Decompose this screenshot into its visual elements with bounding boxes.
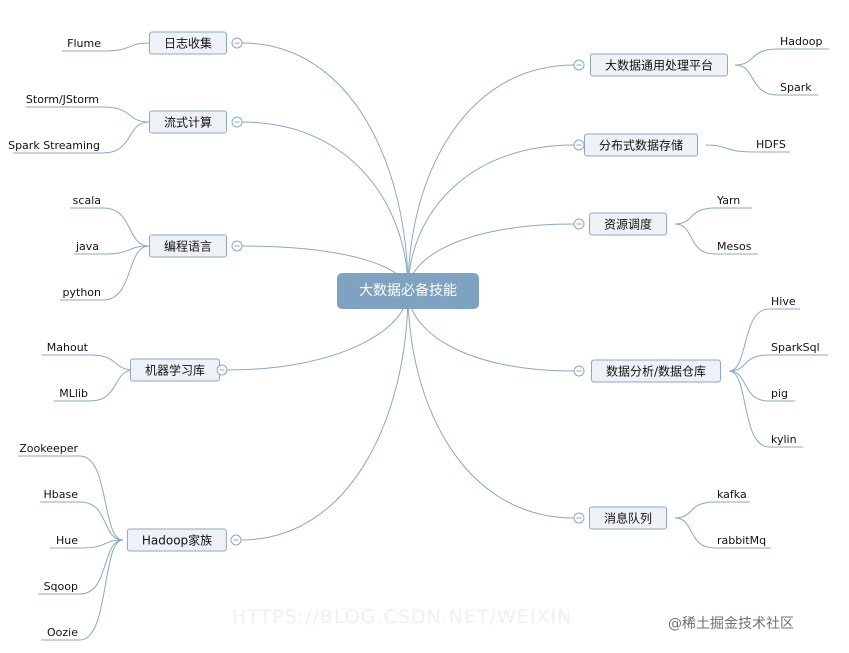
leaf-scala[interactable]: scala: [72, 194, 101, 207]
branch-leaf-link: [728, 370, 795, 402]
branch-leaf-link: [674, 207, 752, 225]
collapse-toggle-icon[interactable]: [573, 59, 585, 71]
leaf-hadoop[interactable]: Hadoop: [780, 35, 823, 48]
center-branch-link: [241, 121, 409, 292]
branch-distributed-storage[interactable]: 分布式数据存储: [583, 133, 699, 157]
branch-leaf-link: [728, 308, 800, 372]
leaf-python[interactable]: python: [62, 286, 101, 299]
branch-leaf-link: [41, 539, 124, 641]
center-branch-link: [241, 42, 409, 292]
leaf-flume[interactable]: Flume: [67, 37, 101, 50]
leaf-mllib[interactable]: MLlib: [59, 387, 88, 400]
branch-leaf-link: [60, 245, 150, 301]
leaf-spark-streaming[interactable]: Spark Streaming: [8, 139, 100, 152]
leaf-hive[interactable]: Hive: [771, 295, 796, 308]
branch-leaf-link: [62, 42, 150, 52]
leaf-hdfs[interactable]: HDFS: [756, 138, 786, 151]
leaf-hue[interactable]: Hue: [55, 534, 78, 547]
branch-big-data-platform[interactable]: 大数据通用处理平台: [589, 53, 729, 77]
center-branch-link: [407, 290, 575, 519]
leaf-spark[interactable]: Spark: [780, 81, 812, 94]
branch-stream-computing[interactable]: 流式计算: [148, 110, 228, 134]
branch-programming-languages[interactable]: 编程语言: [148, 234, 228, 258]
central-topic[interactable]: 大数据必备技能: [337, 273, 479, 309]
collapse-toggle-icon[interactable]: [231, 240, 243, 252]
branch-leaf-link: [674, 223, 758, 255]
leaf-zookeeper[interactable]: Zookeeper: [19, 442, 78, 455]
collapse-toggle-icon[interactable]: [230, 534, 242, 546]
center-branch-link: [407, 64, 575, 292]
branch-leaf-link: [74, 245, 150, 255]
branch-data-warehouse[interactable]: 数据分析/数据仓库: [590, 359, 722, 383]
branch-leaf-link: [734, 48, 829, 66]
collapse-toggle-icon[interactable]: [573, 365, 585, 377]
leaf-rabbitmq[interactable]: rabbitMq: [717, 534, 767, 547]
center-branch-link: [240, 290, 409, 541]
leaf-kylin[interactable]: kylin: [771, 433, 797, 446]
branch-leaf-link: [674, 517, 771, 549]
collapse-toggle-icon[interactable]: [231, 116, 243, 128]
leaf-hbase[interactable]: Hbase: [43, 488, 79, 501]
branch-leaf-link: [705, 144, 790, 153]
center-branch-link: [407, 144, 575, 292]
branch-log-collection[interactable]: 日志收集: [148, 31, 228, 55]
branch-leaf-link: [40, 501, 124, 541]
branch-leaf-link: [728, 354, 828, 372]
collapse-toggle-icon[interactable]: [573, 139, 585, 151]
branch-leaf-link: [50, 539, 124, 549]
branch-leaf-link: [70, 207, 150, 247]
leaf-oozie[interactable]: Oozie: [47, 626, 78, 639]
branch-leaf-link: [674, 501, 750, 519]
branch-message-queue[interactable]: 消息队列: [588, 506, 668, 530]
branch-leaf-link: [42, 354, 135, 371]
branch-leaf-link: [728, 370, 803, 448]
leaf-mahout[interactable]: Mahout: [46, 341, 88, 354]
leaf-yarn[interactable]: Yarn: [717, 194, 741, 207]
branch-leaf-link: [13, 121, 150, 154]
leaf-storm-jstorm[interactable]: Storm/JStorm: [25, 93, 99, 106]
branch-leaf-link: [38, 539, 124, 595]
faded-url-watermark: HTTPS://BLOG.CSDN.NET/WEIXIN: [232, 606, 573, 628]
collapse-toggle-icon[interactable]: [573, 218, 585, 230]
leaf-sparksql[interactable]: SparkSql: [771, 341, 820, 354]
collapse-toggle-icon[interactable]: [216, 364, 228, 376]
collapse-toggle-icon[interactable]: [573, 512, 585, 524]
branch-leaf-link: [54, 369, 135, 402]
branch-resource-scheduling[interactable]: 资源调度: [588, 212, 668, 236]
leaf-java[interactable]: java: [75, 240, 99, 253]
branch-leaf-link: [734, 64, 818, 96]
leaf-sqoop[interactable]: Sqoop: [43, 580, 78, 593]
collapse-toggle-icon[interactable]: [231, 37, 243, 49]
leaf-pig[interactable]: pig: [771, 387, 789, 400]
leaf-mesos[interactable]: Mesos: [717, 240, 752, 253]
branch-leaf-link: [18, 455, 124, 541]
site-watermark: @稀土掘金技术社区: [668, 616, 794, 632]
leaf-kafka[interactable]: kafka: [717, 488, 747, 501]
branch-hadoop-family[interactable]: Hadoop家族: [126, 528, 228, 552]
branch-ml-libraries[interactable]: 机器学习库: [129, 358, 221, 382]
branch-leaf-link: [26, 106, 150, 123]
